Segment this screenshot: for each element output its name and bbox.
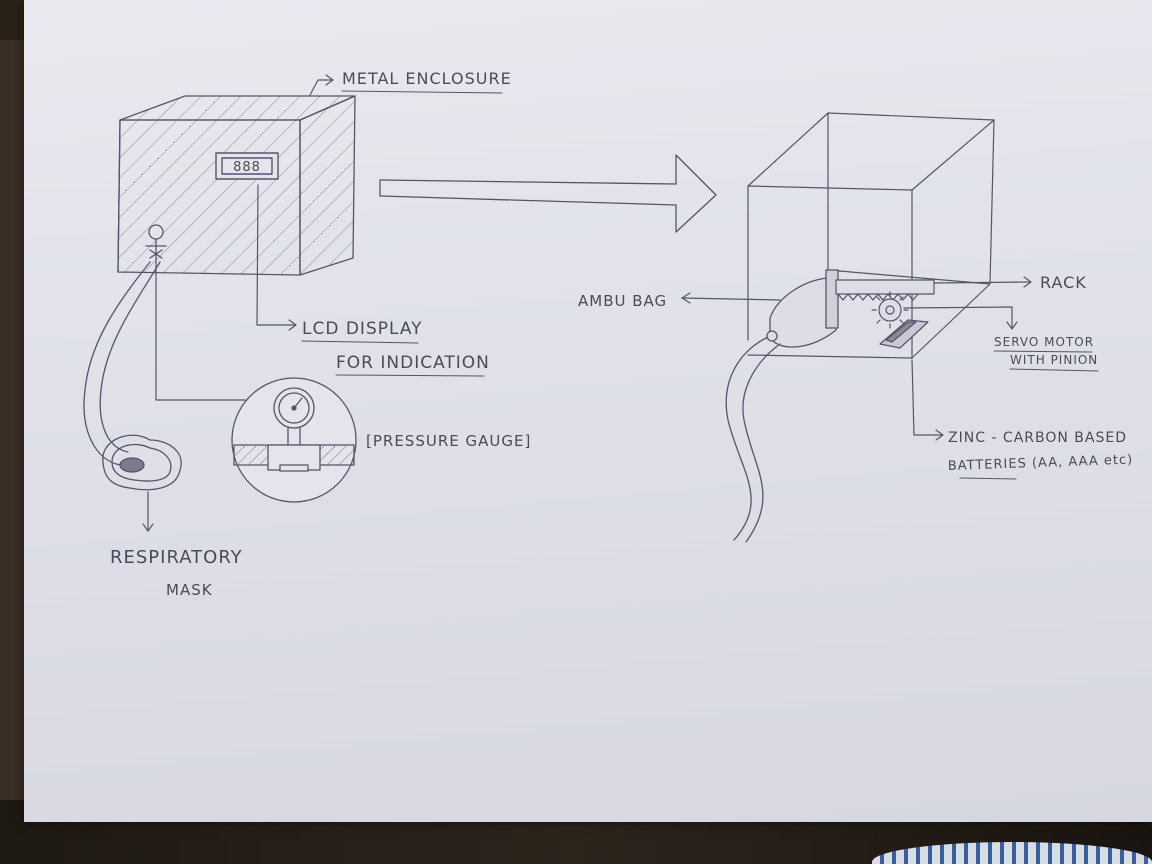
- servo-label-underline: [994, 351, 1092, 352]
- battery-leader-line: [912, 360, 942, 435]
- ambu-leader-line: [682, 298, 780, 300]
- lcd-digits: 888: [233, 160, 261, 175]
- respiratory-mask-label-line2: MASK: [166, 581, 213, 599]
- lcd-display-label-line1: LCD DISPLAY: [302, 319, 423, 339]
- servo-motor-label-line2: WITH PINION: [1010, 353, 1098, 367]
- rack-gear: [836, 280, 934, 300]
- battery-label-underline: [960, 478, 1016, 479]
- battery-label-line1: ZINC - CARBON BASED: [948, 430, 1127, 446]
- battery-pack: [880, 320, 928, 348]
- ambu-bag: [770, 270, 838, 347]
- metal-enclosure-label: METAL ENCLOSURE: [342, 69, 512, 88]
- ambu-bag-label: AMBU BAG: [578, 292, 667, 310]
- transition-arrow-icon: [380, 155, 716, 232]
- breathing-tube: [84, 262, 160, 465]
- respiratory-mask: [103, 435, 181, 489]
- servo-label-underline-2: [1010, 369, 1098, 371]
- metal-enclosure-box: [118, 96, 355, 275]
- lcd-label-underline-2: [336, 375, 484, 376]
- right-breathing-tube: [726, 331, 780, 542]
- rack-label: RACK: [1040, 273, 1087, 292]
- gauge-leader-line: [156, 262, 245, 400]
- enclosure-leader-line: [310, 80, 332, 95]
- pressure-gauge-label: [PRESSURE GAUGE]: [366, 432, 531, 450]
- lcd-display-label-line2: FOR INDICATION: [336, 353, 490, 373]
- servo-motor-label-line1: SERVO MOTOR: [994, 335, 1094, 349]
- respiratory-mask-label-line1: RESPIRATORY: [110, 547, 243, 568]
- lcd-label-underline: [302, 341, 418, 343]
- enclosure-underline: [342, 91, 502, 93]
- pinion-gear-icon: [872, 292, 908, 328]
- rack-leader-line: [934, 282, 1030, 283]
- battery-label-line2: BATTERIES (AA, AAA etc): [948, 453, 1134, 474]
- pressure-gauge: [232, 378, 356, 502]
